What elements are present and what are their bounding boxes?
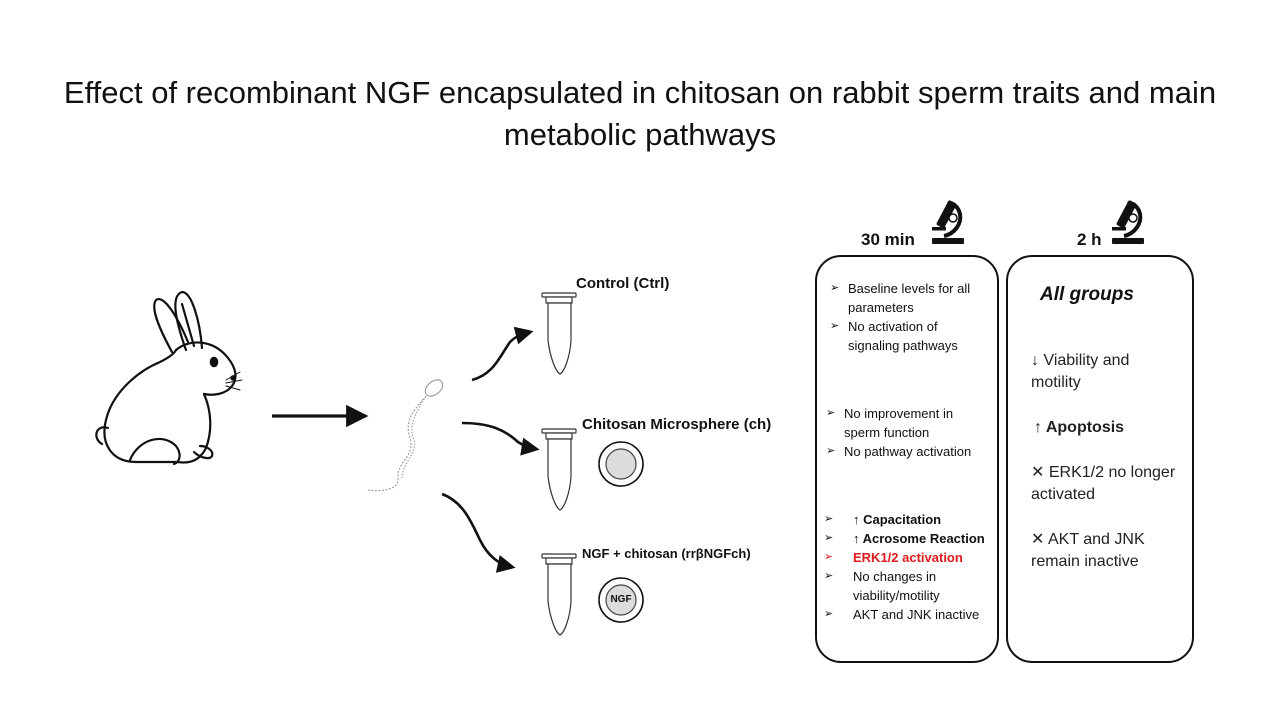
panel2h-apoptosis: ↑ Apoptosis <box>1034 419 1125 436</box>
arrowhead-bullet-icon: ➢ <box>826 445 836 457</box>
list-item: ➢AKT and JNK inactive <box>824 607 980 622</box>
chitosan-microsphere-icon <box>598 441 644 487</box>
arrowhead-bullet-icon: ➢ <box>826 407 836 419</box>
group-label-ch: Chitosan Microsphere (ch) <box>582 416 772 433</box>
panel2h-akt: ✕ AKT and JNK remain inactive <box>1031 531 1145 570</box>
arrow-to-ngf <box>441 492 516 573</box>
tube-icon <box>541 292 577 375</box>
time-label-2h: 2 h <box>1077 230 1102 249</box>
panel2h-heading: All groups <box>1040 284 1134 305</box>
list-item: ➢No pathway activation <box>826 444 972 459</box>
tube-icon <box>541 553 577 636</box>
arrowhead-bullet-icon: ➢ <box>824 608 834 620</box>
list-item: ➢↑ Acrosome Reaction <box>824 531 985 546</box>
arrow-to-ch <box>461 421 540 456</box>
panel-30min <box>815 255 999 663</box>
list-item: ➢No changes in viability/motility <box>824 569 940 603</box>
arrowhead-bullet-icon: ➢ <box>824 570 834 582</box>
page-title: Effect of recombinant NGF encapsulated i… <box>63 75 1217 152</box>
list-item: ➢Baseline levels for all parameters <box>830 281 971 315</box>
panel30-ctrl-list: ➢Baseline levels for all parameters ➢No … <box>830 279 992 355</box>
arrow-to-ctrl <box>471 326 534 382</box>
arrowhead-bullet-icon: ➢ <box>824 513 834 525</box>
microscope-icon <box>1112 200 1144 244</box>
arrowhead-bullet-icon: ➢ <box>830 320 840 332</box>
panel30-ngf-list: ➢↑ Capacitation ➢↑ Acrosome Reaction ➢ER… <box>824 510 996 624</box>
microscope-icon <box>932 200 964 244</box>
list-item: ➢No improvement in sperm function <box>826 406 954 440</box>
group-label-ctrl: Control (Ctrl) <box>576 275 670 292</box>
rabbit-icon <box>95 290 243 466</box>
panel-2h <box>1006 255 1194 663</box>
time-label-30min: 30 min <box>861 230 915 249</box>
list-item: ➢↑ Capacitation <box>824 512 942 527</box>
panel2h-erk: ✕ ERK1/2 no longer activated <box>1031 464 1176 503</box>
ngf-microsphere-icon <box>598 577 644 623</box>
panel30-ch-list: ➢No improvement in sperm function ➢No pa… <box>826 404 986 461</box>
group-label-ngf: NGF + chitosan (rrβNGFch) <box>582 546 751 561</box>
panel2h-viability: ↓ Viability and motility <box>1031 352 1130 391</box>
arrowhead-bullet-icon: ➢ <box>824 551 834 563</box>
sperm-icon <box>367 379 444 492</box>
tube-icon <box>541 428 577 511</box>
list-item: ➢No activation of signaling pathways <box>830 319 958 353</box>
ngf-bead-label: NGF <box>610 594 632 605</box>
arrowhead-bullet-icon: ➢ <box>824 532 834 544</box>
list-item: ➢ERK1/2 activation <box>824 550 963 565</box>
arrowhead-bullet-icon: ➢ <box>830 282 840 294</box>
